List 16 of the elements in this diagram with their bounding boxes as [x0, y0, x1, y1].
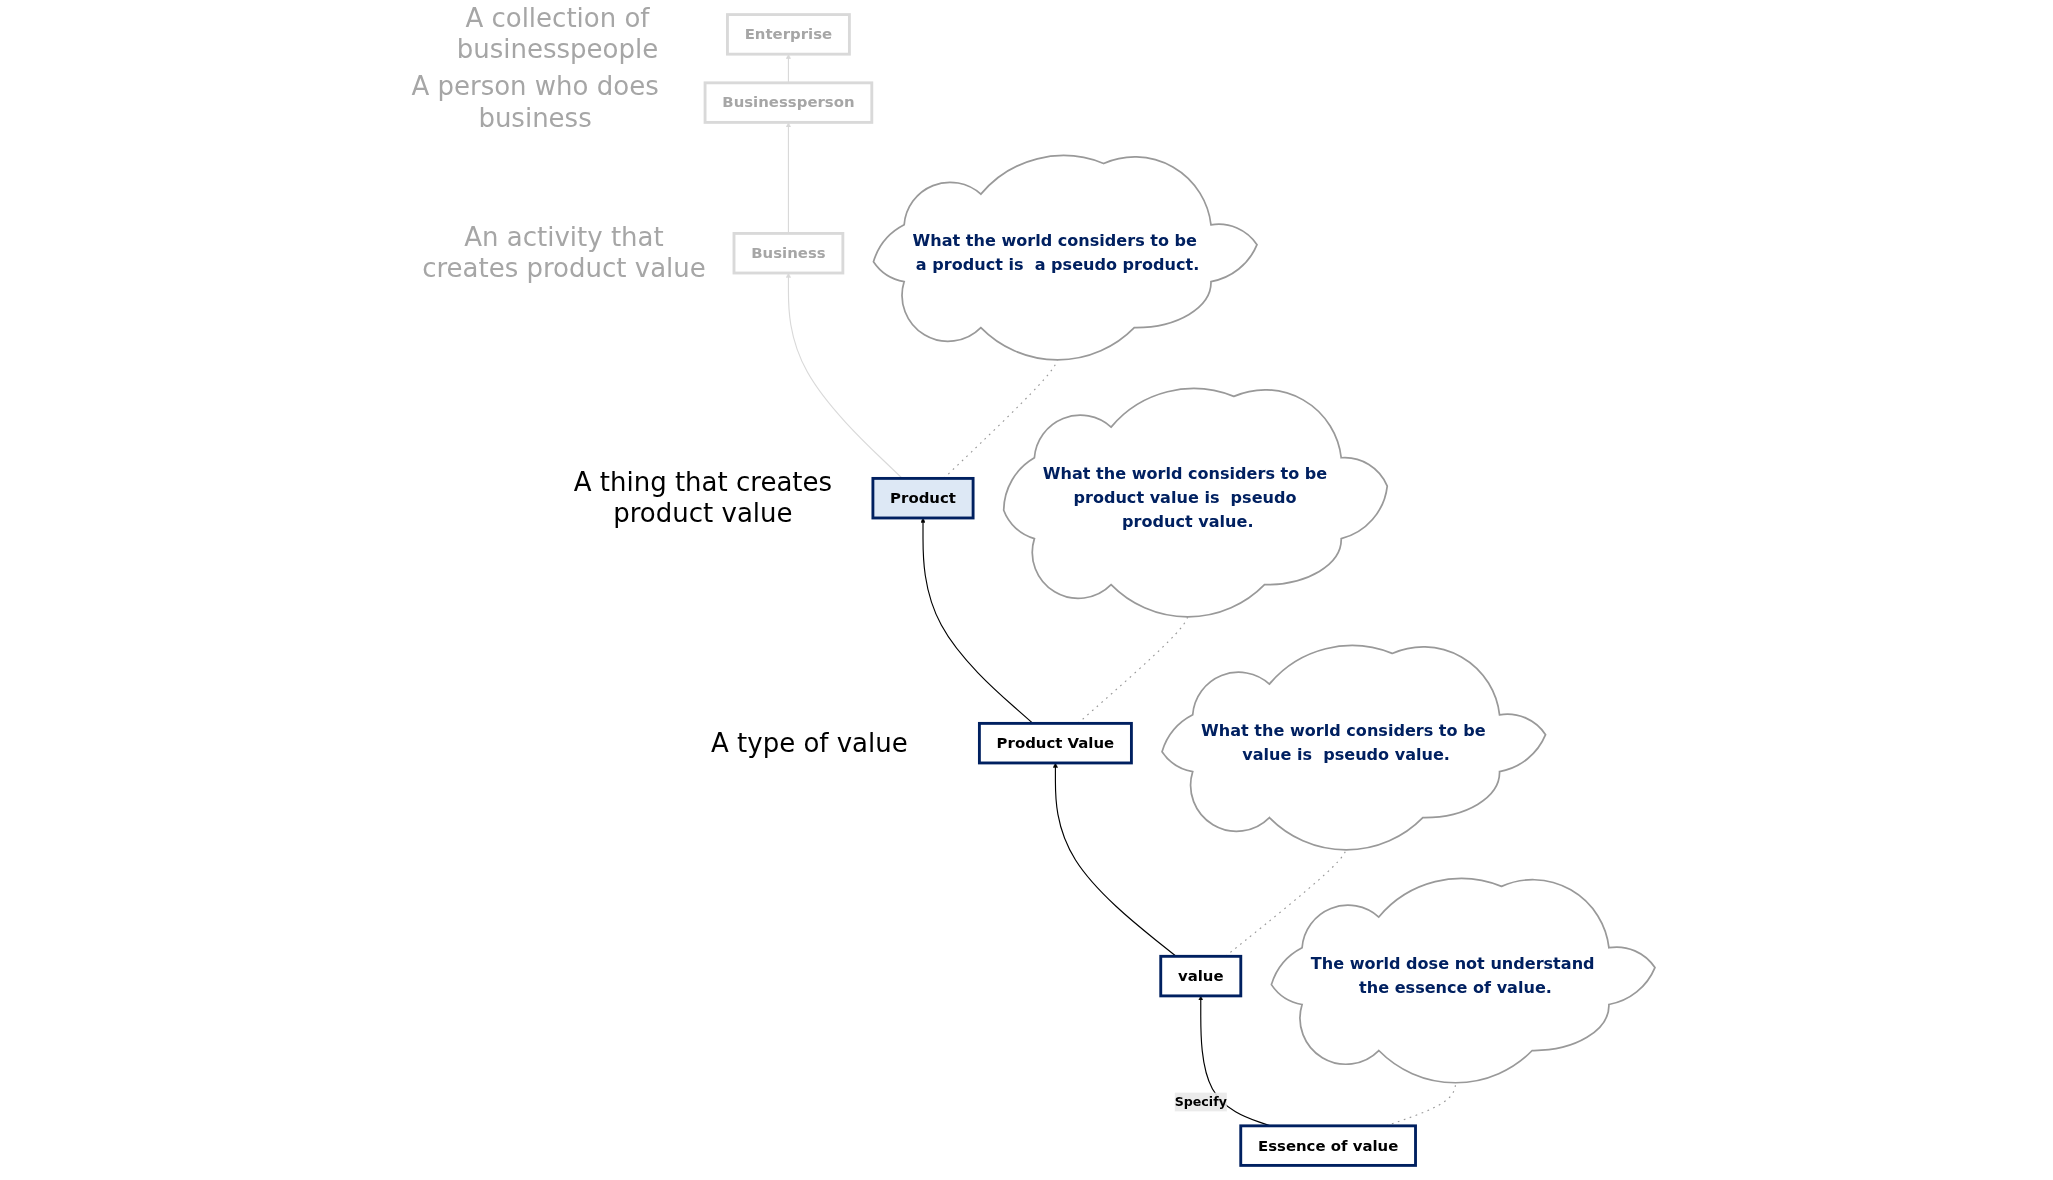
- side-note: A type of value: [710, 727, 909, 759]
- arrow: [785, 122, 791, 234]
- side-note: A thing that creates product value: [572, 467, 834, 530]
- node-box: Business: [732, 232, 845, 275]
- node-box: value: [1159, 954, 1243, 998]
- node-box: Product: [871, 476, 975, 520]
- edge-label: Specify: [1174, 1094, 1227, 1110]
- node-box: Businessperson: [703, 81, 874, 124]
- side-note: A person who does business: [410, 71, 660, 134]
- node-box: Product Value: [977, 721, 1133, 765]
- node-box: Enterprise: [726, 13, 851, 56]
- side-note: An activity that creates product value: [421, 222, 707, 285]
- side-note: A collection of businesspeople: [455, 3, 660, 66]
- arrow: [1052, 762, 1177, 957]
- node-box: Essence of value: [1239, 1124, 1417, 1167]
- arrow: [920, 517, 1034, 724]
